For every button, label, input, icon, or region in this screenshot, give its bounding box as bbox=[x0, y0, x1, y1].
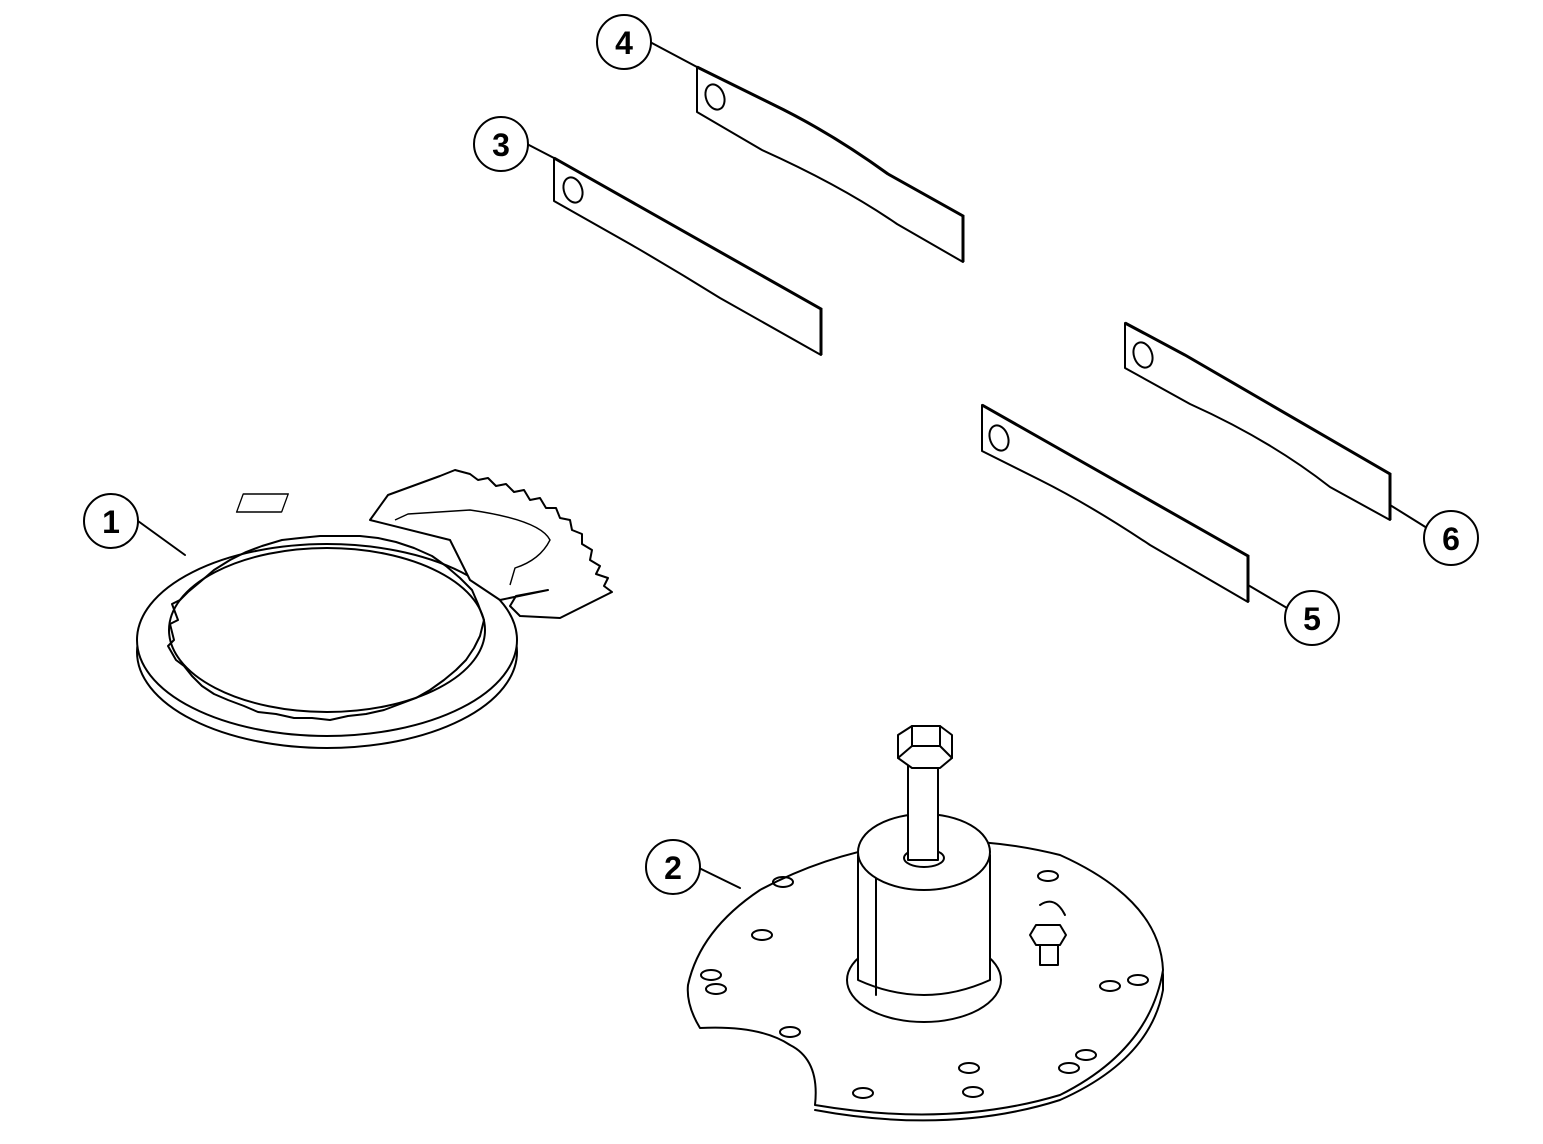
part-6-strip bbox=[1124, 321, 1392, 521]
callout-6: 6 bbox=[1423, 510, 1479, 566]
callout-4-label: 4 bbox=[615, 25, 633, 61]
callout-3: 3 bbox=[473, 116, 529, 172]
callout-2: 2 bbox=[645, 839, 701, 895]
callout-4: 4 bbox=[596, 14, 652, 70]
part-2-mounting-plate bbox=[686, 725, 1164, 1122]
callout-3-label: 3 bbox=[492, 127, 510, 163]
callout-5: 5 bbox=[1284, 590, 1340, 646]
callout-5-label: 5 bbox=[1303, 601, 1321, 637]
part-3-strip bbox=[553, 156, 823, 356]
callout-2-label: 2 bbox=[664, 850, 682, 886]
callout-1-label: 1 bbox=[102, 504, 120, 540]
part-5-strip bbox=[981, 403, 1250, 603]
callout-6-label: 6 bbox=[1442, 521, 1460, 557]
part-4-strip bbox=[696, 65, 965, 263]
leader-lines bbox=[137, 41, 1428, 889]
part-1-gear-ring bbox=[136, 469, 613, 749]
callout-1: 1 bbox=[83, 493, 139, 549]
